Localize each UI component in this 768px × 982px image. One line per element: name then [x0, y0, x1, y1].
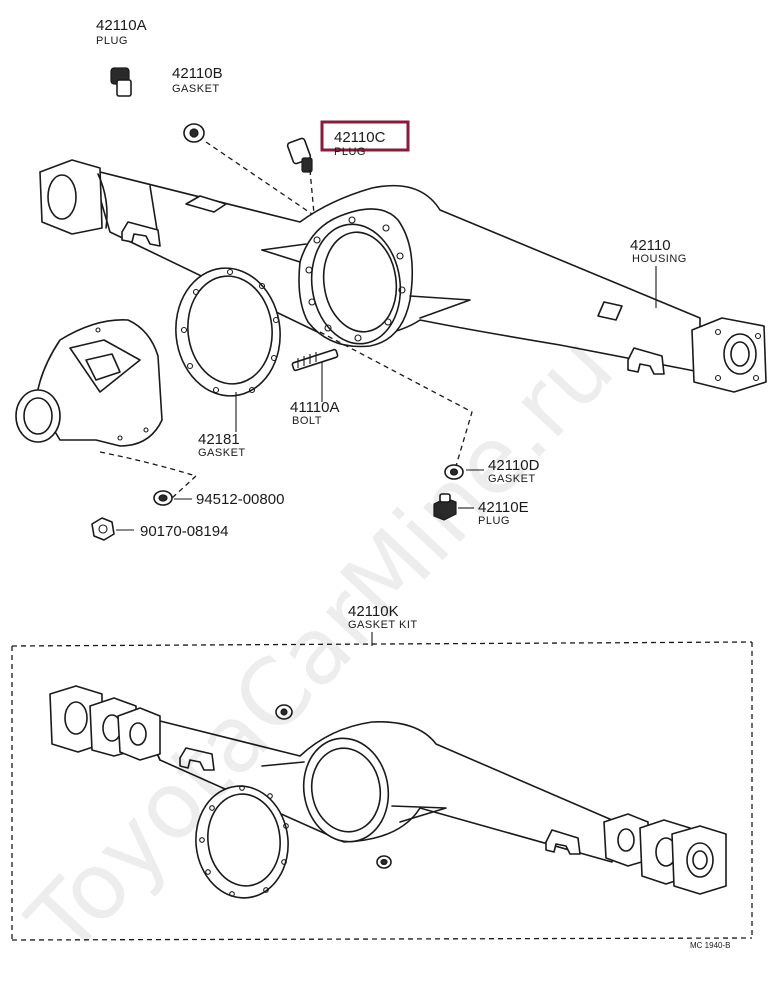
gasket-42110b[interactable]	[183, 123, 205, 143]
plug-42110c[interactable]	[286, 137, 313, 173]
figure-code: MC 1940-B	[690, 941, 730, 950]
part-number: 42110C	[334, 129, 386, 146]
label-42110k: 42110K GASKET KIT	[348, 603, 418, 631]
label-90170-08194: 90170-08194	[140, 523, 228, 540]
gasket-kit-small-gasket[interactable]	[376, 855, 392, 869]
part-number: 42110E	[478, 499, 529, 516]
stud-bolt-41110a[interactable]	[291, 348, 339, 372]
highlight-box	[320, 120, 410, 152]
part-name: BOLT	[292, 415, 322, 427]
label-42110d: 42110D GASKET	[488, 457, 540, 485]
part-name: PLUG	[478, 515, 510, 527]
part-number: 41110A	[290, 399, 340, 416]
part-name: HOUSING	[632, 253, 687, 265]
part-number: 42110D	[488, 457, 540, 474]
washer-94512-00800[interactable]	[153, 490, 173, 506]
housing-stud-holes	[305, 216, 406, 342]
part-name: PLUG	[334, 146, 366, 158]
label-42181: 42181 GASKET	[198, 431, 246, 459]
label-41110a: 41110A BOLT	[290, 399, 340, 427]
assembly-leader-lines	[99, 141, 473, 499]
part-number: 42181	[198, 431, 240, 448]
plug-42110e[interactable]	[433, 493, 457, 521]
label-42110: 42110 HOUSING	[630, 237, 687, 265]
gasket-kit-housing[interactable]	[49, 685, 727, 895]
part-name: GASKET KIT	[348, 619, 418, 631]
part-name: GASKET	[172, 83, 220, 95]
part-name: GASKET	[488, 473, 536, 485]
label-42110c: 42110C PLUG	[320, 120, 410, 158]
part-name: GASKET	[198, 447, 246, 459]
nut-90170-08194[interactable]	[91, 517, 115, 541]
label-42110e: 42110E PLUG	[478, 499, 529, 527]
part-number: 90170-08194	[140, 523, 228, 540]
plug-42110a[interactable]	[110, 67, 132, 97]
part-number: 42110A	[96, 17, 147, 34]
part-name: PLUG	[96, 35, 128, 47]
gasket-42110d[interactable]	[444, 464, 464, 480]
label-42110a: 42110A PLUG	[96, 17, 147, 47]
part-number: 42110B	[172, 65, 223, 82]
label-42110b: 42110B GASKET	[172, 65, 223, 95]
gasket-kit-carrier-gasket[interactable]	[190, 781, 293, 902]
label-94512-00800: 94512-00800	[196, 491, 284, 508]
carrier-gasket-42181[interactable]	[170, 263, 287, 401]
gasket-kit-bracket	[11, 632, 753, 941]
differential-carrier[interactable]	[15, 319, 163, 447]
label-leader-lines	[116, 266, 657, 531]
part-number: 94512-00800	[196, 491, 284, 508]
part-number: 42110K	[348, 603, 399, 620]
axle-housing[interactable]	[39, 159, 767, 393]
part-number: 42110	[630, 237, 671, 254]
gasket-kit-small-gasket[interactable]	[275, 704, 293, 720]
